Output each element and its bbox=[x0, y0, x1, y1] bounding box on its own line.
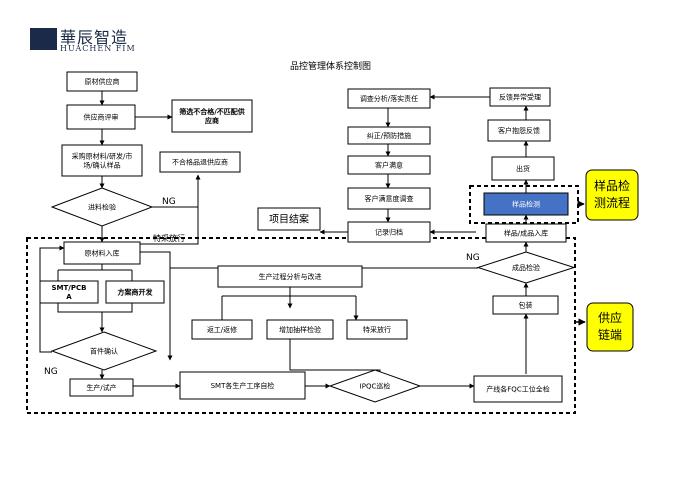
supplier-eval-node: 供应商评审 bbox=[66, 104, 136, 130]
rework-label: 返工/返修 bbox=[207, 325, 237, 334]
fqc-node: 产线各FQC工位全检 bbox=[473, 375, 563, 403]
smt-self-check-label: SMT各生产工序自检 bbox=[211, 381, 275, 390]
supply-chain-region bbox=[26, 237, 576, 414]
reject-return-label: 不合格品退供应商 bbox=[172, 157, 228, 166]
raw-storage-node: 原材料入库 bbox=[63, 241, 141, 265]
company-logo-mark bbox=[30, 28, 57, 50]
record-archive-node: 记录归档 bbox=[347, 221, 431, 243]
ipqc-label: IPQC巡检 bbox=[360, 381, 391, 390]
production-node: 生产/试产 bbox=[69, 378, 134, 397]
solution-dev-node: 方案商开发 bbox=[105, 280, 165, 304]
packing-node: 包装 bbox=[492, 295, 559, 315]
supplier-eval-label: 供应商评审 bbox=[84, 112, 119, 121]
feedback-handle-label: 反馈异常受理 bbox=[499, 92, 541, 101]
customer-complaint-node: 客户抱怨反馈 bbox=[487, 119, 551, 142]
fqc-label: 产线各FQC工位全检 bbox=[486, 384, 549, 393]
shipment-node: 出货 bbox=[491, 156, 555, 181]
sample-process-line1: 样品检 bbox=[594, 178, 630, 193]
add-sampling-label: 增加抽样检验 bbox=[279, 325, 321, 334]
solution-dev-label: 方案商开发 bbox=[118, 287, 154, 296]
filter-supplier-label: 筛选不合格/不匹配供 bbox=[179, 107, 245, 116]
investigate-node: 调查分析/落实责任 bbox=[347, 88, 431, 109]
special-release-label: 特采放行 bbox=[153, 233, 185, 243]
purchase-node: 采购原材料/研发/市场/确认样品 bbox=[61, 144, 143, 177]
rework-node: 返工/返修 bbox=[191, 319, 253, 340]
satisfaction-survey-label: 客户满意度调查 bbox=[365, 194, 414, 203]
project-close-node: 项目结案 bbox=[257, 207, 321, 231]
smt-self-check-node: SMT各生产工序自检 bbox=[179, 371, 306, 400]
filter-supplier-label: 应商 bbox=[205, 116, 219, 125]
investigate-label: 调查分析/落实责任 bbox=[360, 94, 418, 103]
customer-satisfy-node: 客户满意 bbox=[347, 155, 431, 175]
sample-process-line2: 测流程 bbox=[594, 195, 630, 210]
corrective-label: 纠正/预防措施 bbox=[367, 131, 411, 140]
company-logo-english: HUACHEN FIM bbox=[60, 44, 136, 53]
purchase-label: 场/确认样品 bbox=[83, 160, 120, 169]
supply-chain-line1: 供应 bbox=[598, 310, 622, 325]
production-label: 生产/试产 bbox=[86, 383, 116, 392]
sample-process-callout bbox=[585, 169, 639, 221]
satisfaction-survey-node: 客户满意度调查 bbox=[347, 187, 431, 210]
corrective-node: 纠正/预防措施 bbox=[347, 126, 431, 145]
process-analysis-label: 生产过程分析与改进 bbox=[259, 272, 322, 281]
incoming-check-node: 进料检验 bbox=[50, 187, 154, 227]
customer-satisfy-label: 客户满意 bbox=[375, 160, 403, 169]
special-release-node: 特采放行 bbox=[346, 319, 408, 340]
purchase-label: 采购原材料/研发/市 bbox=[72, 151, 133, 160]
special-release-label: 特采放行 bbox=[363, 325, 391, 334]
reject-return-node: 不合格品退供应商 bbox=[159, 151, 241, 173]
raw-supplier-node: 原材供应商 bbox=[66, 71, 138, 92]
supply-chain-callout bbox=[586, 302, 634, 352]
flow-nodes: 原材供应商供应商评审筛选不合格/不匹配供应商采购原材料/研发/市场/确认样品不合… bbox=[39, 71, 576, 403]
process-analysis-node: 生产过程分析与改进 bbox=[217, 265, 363, 288]
diagram-title: 品控管理体系控制图 bbox=[290, 62, 372, 72]
feedback-handle-node: 反馈异常受理 bbox=[489, 87, 551, 107]
raw-storage-label: 原材料入库 bbox=[85, 248, 120, 257]
ng-label-product: NG bbox=[466, 253, 480, 263]
ng-label-incoming: NG bbox=[162, 197, 176, 207]
sample-storage-node: 样品/成品入库 bbox=[485, 223, 567, 243]
shipment-label: 出货 bbox=[516, 164, 530, 173]
smt-pcba-label: A bbox=[66, 293, 72, 301]
supply-chain-line2: 链端 bbox=[598, 327, 622, 342]
raw-supplier-label: 原材供应商 bbox=[85, 77, 120, 86]
add-sampling-node: 增加抽样检验 bbox=[266, 319, 334, 340]
product-inspect-label: 成品检验 bbox=[512, 263, 540, 272]
sample-storage-label: 样品/成品入库 bbox=[504, 228, 548, 237]
smt-pcba-label: SMT/PCB bbox=[52, 284, 87, 292]
incoming-check-label: 进料检验 bbox=[88, 202, 116, 211]
project-close-label: 项目结案 bbox=[269, 213, 309, 226]
product-inspect-node: 成品检验 bbox=[476, 251, 576, 284]
ng-label-first: NG bbox=[44, 367, 58, 377]
ipqc-node: IPQC巡检 bbox=[328, 369, 422, 403]
record-archive-label: 记录归档 bbox=[375, 227, 403, 236]
company-logo-name: 華辰智造 bbox=[60, 28, 129, 47]
first-confirm-label: 首件确认 bbox=[90, 346, 118, 355]
packing-label: 包装 bbox=[519, 300, 533, 309]
sample-test-node: 样品检测 bbox=[483, 192, 569, 216]
first-confirm-node: 首件确认 bbox=[50, 331, 158, 371]
sample-test-label: 样品检测 bbox=[512, 199, 540, 208]
customer-complaint-label: 客户抱怨反馈 bbox=[498, 126, 540, 135]
